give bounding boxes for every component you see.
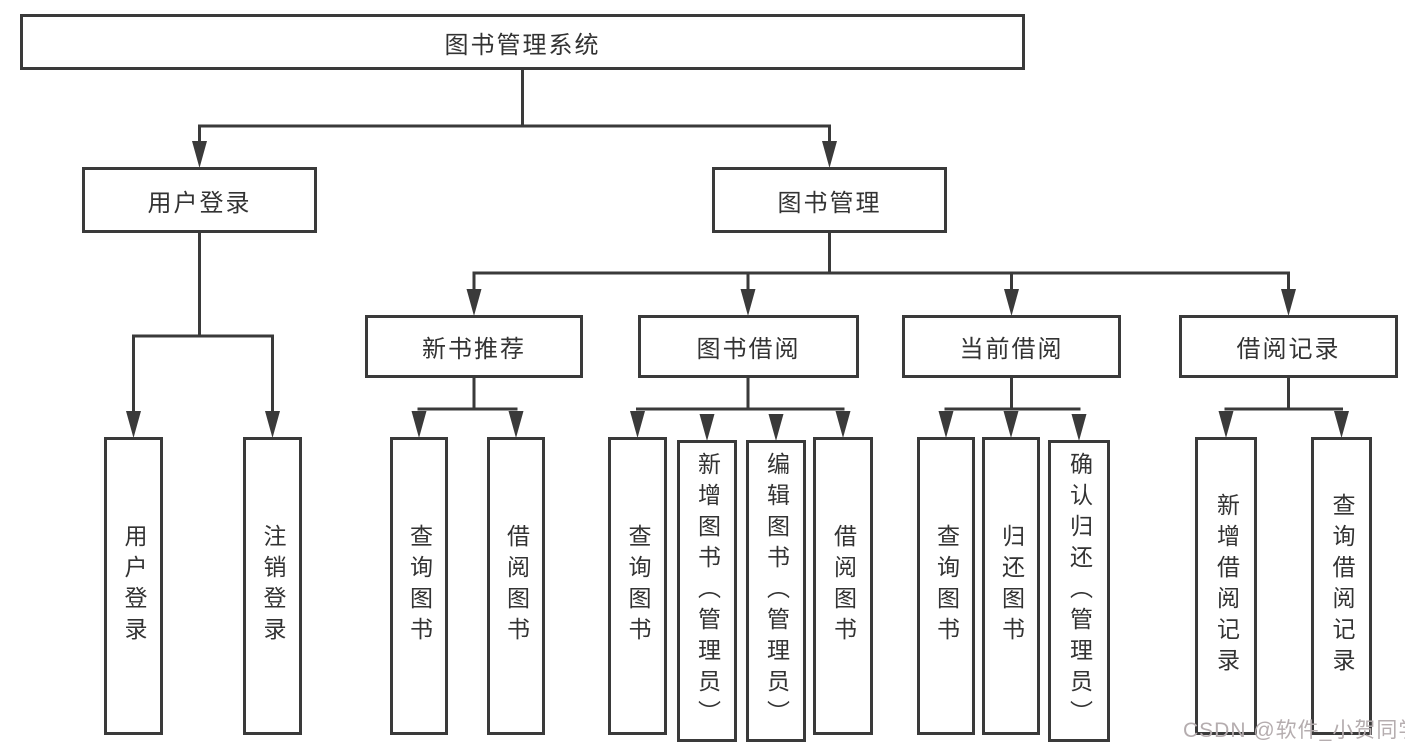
node-book-borrow-label: 图书借阅 — [696, 336, 801, 363]
leaf-query-books-borrow: 查询图书 — [608, 437, 667, 735]
leaf-query-books-current-label: 查询图书 — [933, 524, 960, 648]
arrowheads — [126, 141, 1349, 441]
leaf-logout-label: 注销登录 — [260, 524, 286, 648]
leaf-add-borrow-record-label: 新增借阅记录 — [1213, 493, 1240, 679]
node-user-login: 用户登录 — [82, 167, 317, 233]
leaf-confirm-return-admin: 确认归还（管理员） — [1048, 440, 1110, 742]
node-current-borrow-label: 当前借阅 — [959, 336, 1064, 363]
node-root: 图书管理系统 — [20, 14, 1025, 70]
node-root-label: 图书管理系统 — [444, 31, 601, 59]
leaf-query-books-current: 查询图书 — [917, 437, 975, 735]
node-new-book-recommend-label: 新书推荐 — [422, 336, 526, 363]
leaf-borrow-books-recommend-label: 借阅图书 — [503, 524, 530, 648]
leaf-edit-book-admin-label: 编辑图书（管理员） — [763, 451, 790, 731]
node-user-login-label: 用户登录 — [147, 189, 252, 217]
leaf-add-borrow-record: 新增借阅记录 — [1195, 437, 1257, 735]
leaf-user-login-label: 用户登录 — [121, 524, 147, 648]
leaf-return-book-label: 归还图书 — [998, 524, 1025, 648]
leaf-borrow-books-recommend: 借阅图书 — [487, 437, 545, 735]
node-book-management-label: 图书管理 — [777, 189, 882, 217]
leaf-logout: 注销登录 — [243, 437, 302, 735]
leaf-return-book: 归还图书 — [982, 437, 1040, 735]
csdn-watermark: CSDN @软件_小贺同学 — [1183, 719, 1405, 742]
leaf-edit-book-admin: 编辑图书（管理员） — [746, 440, 806, 742]
leaf-query-borrow-record: 查询借阅记录 — [1311, 437, 1372, 735]
leaf-add-book-admin: 新增图书（管理员） — [677, 440, 737, 742]
leaf-user-login: 用户登录 — [104, 437, 163, 735]
node-book-management: 图书管理 — [712, 167, 947, 233]
node-borrow-records: 借阅记录 — [1179, 315, 1398, 378]
leaf-query-books-recommend-label: 查询图书 — [406, 524, 433, 648]
node-current-borrow: 当前借阅 — [902, 315, 1121, 378]
leaf-add-book-admin-label: 新增图书（管理员） — [694, 451, 721, 731]
leaf-query-books-recommend: 查询图书 — [390, 437, 448, 735]
node-new-book-recommend: 新书推荐 — [365, 315, 583, 378]
leaf-query-borrow-record-label: 查询借阅记录 — [1329, 493, 1355, 679]
leaf-confirm-return-admin-label: 确认归还（管理员） — [1066, 451, 1093, 731]
leaf-borrow-books-label: 借阅图书 — [830, 524, 857, 648]
node-borrow-records-label: 借阅记录 — [1236, 336, 1341, 363]
leaf-borrow-books: 借阅图书 — [813, 437, 873, 735]
node-book-borrow: 图书借阅 — [638, 315, 859, 378]
leaf-query-books-borrow-label: 查询图书 — [625, 524, 651, 648]
